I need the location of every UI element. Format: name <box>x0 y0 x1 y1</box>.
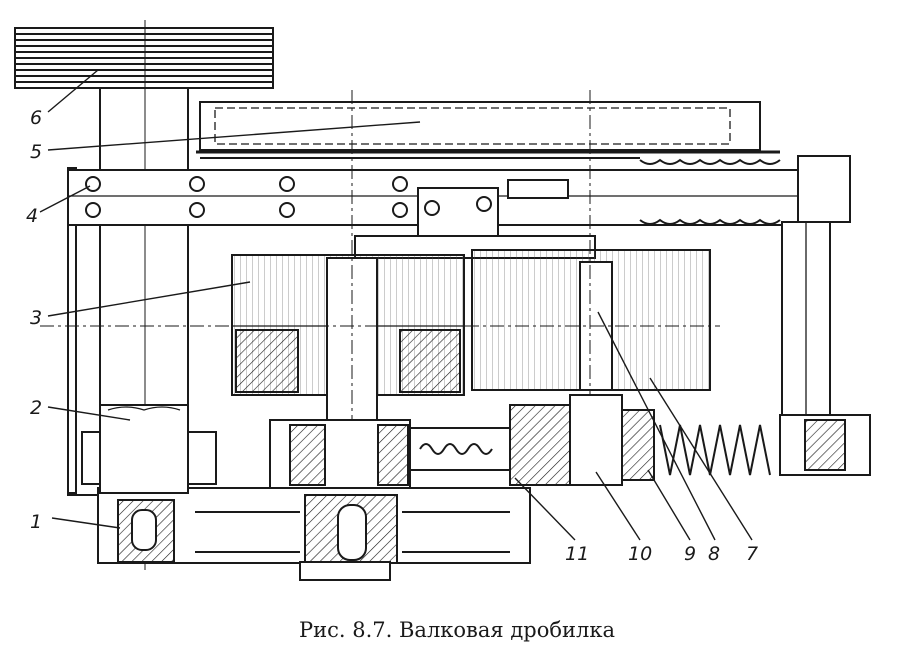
callout-10: 10 <box>628 543 652 565</box>
callout-11: 11 <box>565 543 589 565</box>
callout-5: 5 <box>30 141 42 163</box>
callout-6: 6 <box>30 107 42 129</box>
callout-8: 8 <box>708 543 720 565</box>
callout-1: 1 <box>30 511 42 533</box>
callout-9: 9 <box>684 543 696 565</box>
crusher-drawing: 1 2 3 4 5 6 7 8 9 10 11 <box>14 20 871 581</box>
leader-lines <box>39 69 753 541</box>
gear-housing <box>97 487 531 581</box>
callout-4: 4 <box>26 205 38 227</box>
right-roll <box>471 249 711 391</box>
callout-labels: 1 2 3 4 5 6 7 8 9 10 11 <box>26 107 758 565</box>
callout-2: 2 <box>30 397 42 419</box>
figure-caption: Рис. 8.7. Валковая дробилка <box>299 618 615 642</box>
callout-3: 3 <box>30 307 42 329</box>
pulley <box>14 27 274 89</box>
frame-beam <box>67 155 851 237</box>
callout-7: 7 <box>746 543 758 565</box>
